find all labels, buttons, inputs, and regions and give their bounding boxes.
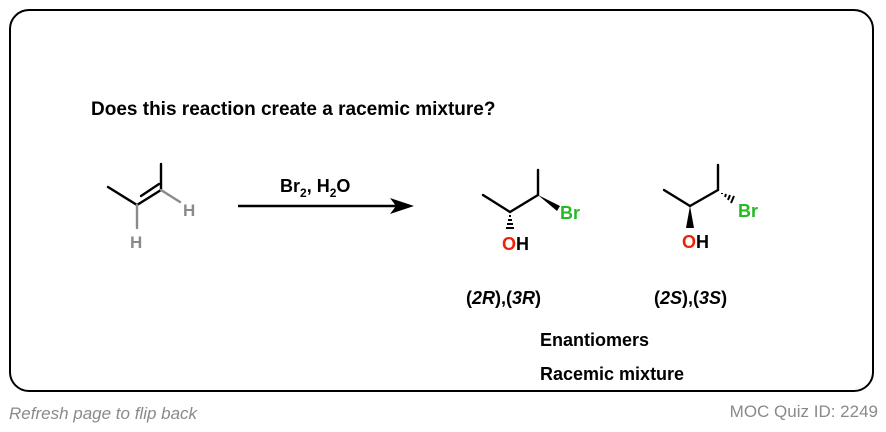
product-2-o: O	[682, 232, 696, 252]
product-1-h: H	[516, 234, 529, 254]
quiz-card	[9, 9, 874, 392]
answer-racemic-mixture: Racemic mixture	[540, 364, 685, 384]
product-1-configuration: (2R),(3R)	[466, 288, 542, 308]
reactant-alkene	[106, 162, 163, 207]
reactant-double-bond-inner	[139, 182, 161, 198]
answer-enantiomers: Enantiomers	[540, 330, 650, 350]
product-1-skeleton	[481, 168, 540, 214]
product-1-wedge-br	[538, 195, 560, 211]
product-2-skeleton	[662, 163, 720, 208]
reactant-bond-h-right	[159, 188, 182, 204]
reactant-h-bonds	[135, 188, 182, 230]
question-text: Does this reaction create a racemic mixt…	[91, 99, 496, 120]
product-2-bond-c1-c2	[662, 188, 692, 208]
product-2-h: H	[696, 232, 709, 252]
refresh-hint: Refresh page to flip back	[9, 404, 198, 423]
reactant-double-bond-outer	[135, 188, 163, 207]
product-1-hash-oh	[506, 215, 514, 229]
product-1-br: Br	[560, 203, 580, 223]
product-2-wedge-oh	[686, 206, 694, 228]
reagent-label: Br2, H2O	[280, 176, 350, 200]
reactant-h-bottom: H	[130, 233, 142, 252]
product-1-bond-c2-c3	[508, 193, 540, 214]
quiz-id: MOC Quiz ID: 2249	[729, 402, 878, 421]
product-2-bond-c2-c3	[688, 188, 720, 208]
product-2-configuration: (2S),(3S)	[654, 288, 728, 308]
product-2-hash-br	[721, 193, 735, 204]
reactant-bond-methyl-left	[106, 185, 139, 207]
product-1-o: O	[502, 234, 516, 254]
reaction-arrow	[238, 198, 414, 214]
product-2-br: Br	[738, 201, 758, 221]
product-1-bond-c1-c2	[481, 193, 512, 214]
reactant-h-right: H	[183, 201, 195, 220]
